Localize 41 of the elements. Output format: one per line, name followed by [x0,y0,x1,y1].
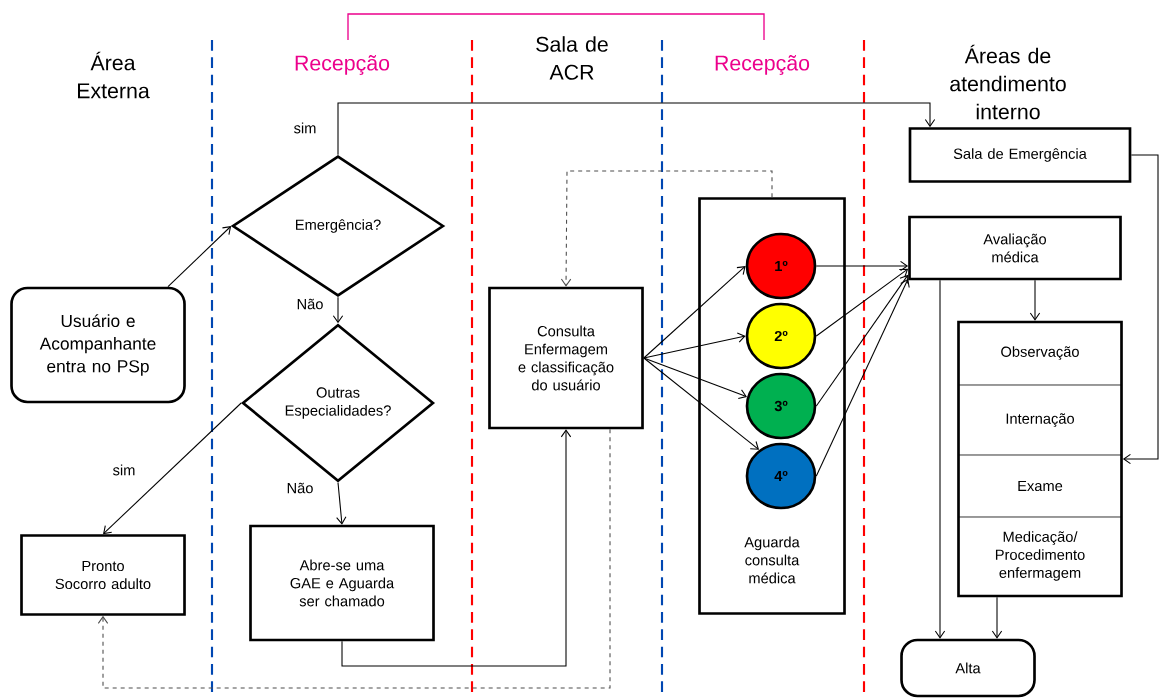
arrow [815,268,909,337]
care-box [957,320,1123,598]
lane-title: Recepção [295,55,390,75]
arrow [643,266,746,359]
edge-label: sim [111,463,137,477]
arrow [815,260,909,272]
care-option: Internação [1006,413,1074,427]
care-option: Medicação/ Procedimento enfermagem [995,531,1085,581]
process-box: Abre-se uma GAE e Aguarda ser chamado [249,524,435,642]
edge-label: Não [295,297,325,311]
edge-label: Não [285,481,315,495]
arrow [815,274,909,407]
arrow [341,429,572,667]
arrow [643,357,748,400]
care-option: Exame [1018,480,1063,492]
edge-label: sim [292,121,318,135]
arrow [336,482,347,525]
arrow [1122,154,1159,465]
arrow [560,170,773,287]
process-box: Consulta Enfermagem e classificação do usuário [488,286,644,430]
lane-title: Recepção [715,55,810,75]
start-box: Usuário e Acompanhante entra no PSp [10,286,186,404]
lane-title: Área Externa [78,51,150,99]
arrow [103,402,242,535]
arrow [643,357,760,450]
arrow [991,596,1003,639]
process-box: Pronto Socorro adulto [20,534,186,616]
arrow [1029,279,1041,321]
arrow [934,279,946,639]
end-box: Alta [900,638,1036,698]
lane-title: Áreas de atendimento interno [950,44,1066,120]
care-option: Observação [1001,346,1079,360]
arrow [815,278,910,477]
arrow [643,332,746,359]
process-box: Avaliação médica [908,215,1122,281]
arrow [337,102,936,156]
lane-title: Sala de ACR [536,36,608,80]
process-box: Sala de Emergência [908,127,1132,183]
arrow [167,226,232,288]
arrow [97,428,611,689]
arrow [332,296,344,324]
